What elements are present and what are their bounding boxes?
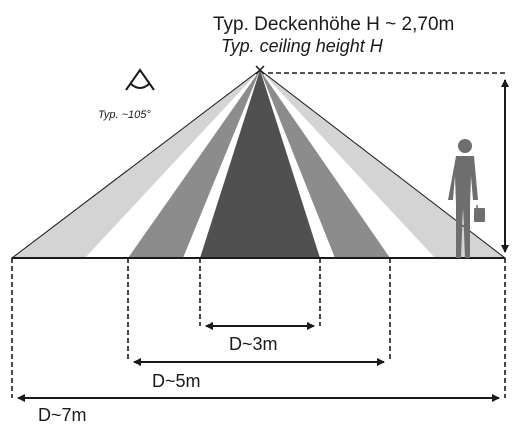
dim-label-7m: D~7m [38,405,87,425]
angle-label: Typ. ~105° [98,109,151,121]
zone-mid-right [260,70,390,258]
dim-label-3m: D~3m [229,334,278,354]
sensor-icon [255,65,265,75]
dim-label-5m: D~5m [152,371,201,391]
zone-mid-left [128,70,260,258]
zone-inner [200,70,320,258]
ceiling-height-label: Typ. Deckenhöhe H ~ 2,70m [213,14,454,35]
ceiling-height-label-en: Typ. ceiling height H [221,36,384,56]
angle-icon [125,68,155,91]
person-icon [448,139,485,258]
